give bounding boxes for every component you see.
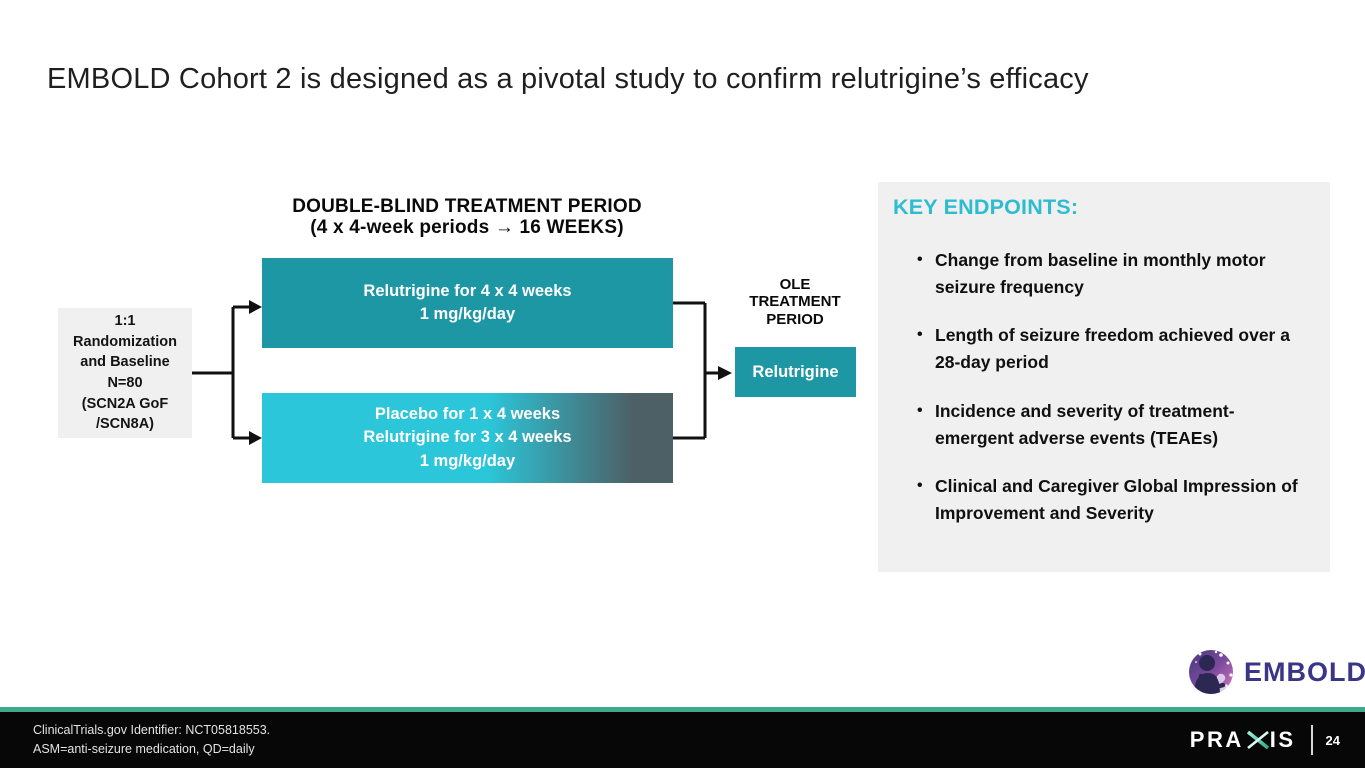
- praxis-page-divider: [1310, 725, 1313, 755]
- arm2-placebo-relutrigine-box: Placebo for 1 x 4 weeks Relutrigine for …: [262, 393, 673, 483]
- arm1-relutrigine-box: Relutrigine for 4 x 4 weeks 1 mg/kg/day: [262, 258, 673, 348]
- key-endpoint-item: Length of seizure freedom achieved over …: [915, 322, 1312, 376]
- key-endpoint-item: Incidence and severity of treatment-emer…: [915, 398, 1312, 452]
- praxis-logo: PRA IS 24: [1190, 712, 1340, 768]
- key-endpoints-panel: KEY ENDPOINTS: Change from baseline in m…: [878, 182, 1330, 572]
- ole-treatment-period-header: OLE TREATMENT PERIOD: [749, 276, 841, 328]
- praxis-logo-text-right: IS: [1269, 727, 1296, 752]
- double-blind-period-header: DOUBLE-BLIND TREATMENT PERIOD (4 x 4-wee…: [227, 196, 707, 239]
- double-blind-period-header-line1: DOUBLE-BLIND TREATMENT PERIOD: [292, 196, 642, 217]
- key-endpoint-item: Change from baseline in monthly motor se…: [915, 247, 1312, 301]
- footer-note-line2: ASM=anti-seizure medication, QD=daily: [33, 741, 255, 756]
- key-endpoints-heading: KEY ENDPOINTS:: [893, 195, 1079, 219]
- praxis-logo-text-left: PRA: [1189, 727, 1244, 752]
- slide-title: EMBOLD Cohort 2 is designed as a pivotal…: [47, 63, 1089, 95]
- double-blind-period-header-line2: (4 x 4-week periods → 16 WEEKS): [310, 217, 624, 239]
- embold-logo-icon: [1189, 650, 1233, 694]
- randomization-box: 1:1 Randomization and Baseline N=80 (SCN…: [58, 308, 192, 438]
- page-number: 24: [1325, 732, 1340, 748]
- praxis-x-icon: [1246, 730, 1269, 750]
- embold-logo: EMBOLD: [1188, 649, 1365, 695]
- ole-relutrigine-box: Relutrigine: [735, 347, 856, 397]
- embold-logo-label: EMBOLD: [1244, 656, 1365, 687]
- key-endpoints-list: Change from baseline in monthly motor se…: [915, 247, 1312, 527]
- footer-notes: ClinicalTrials.gov Identifier: NCT058185…: [33, 721, 270, 759]
- key-endpoint-item: Clinical and Caregiver Global Impression…: [915, 473, 1312, 527]
- footer-bar: ClinicalTrials.gov Identifier: NCT058185…: [0, 712, 1365, 768]
- footer-accent-line: [0, 707, 1365, 712]
- footer-note-line1: ClinicalTrials.gov Identifier: NCT058185…: [33, 723, 271, 737]
